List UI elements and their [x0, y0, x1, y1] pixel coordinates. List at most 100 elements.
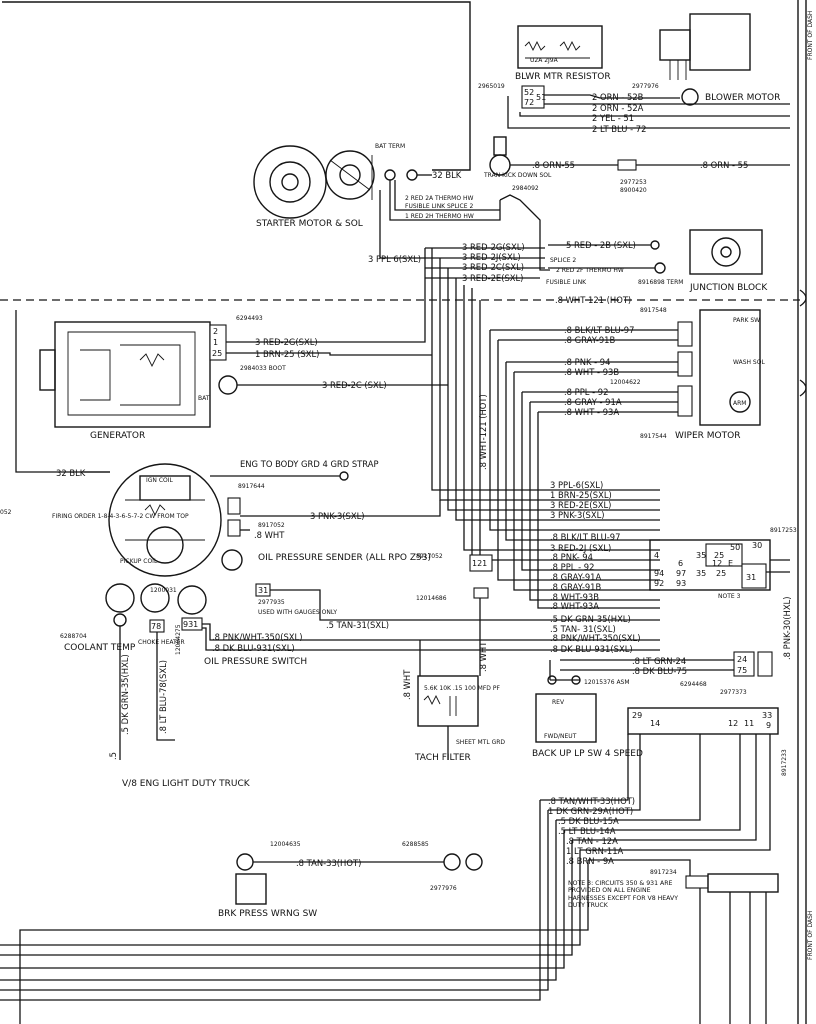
svg-text:29: 29 — [632, 711, 642, 720]
svg-text:PICKUP COIL: PICKUP COIL — [120, 558, 158, 565]
note-3-text: NOTE 3: CIRCUITS 350 & 931 ARE PROVIDED … — [568, 880, 679, 910]
svg-text:78: 78 — [151, 622, 161, 631]
svg-text:3 PPL 6(SXL): 3 PPL 6(SXL) — [368, 254, 421, 264]
svg-text:30: 30 — [752, 541, 762, 550]
distributor: IGN COIL PICKUP COIL 8917644 8917052 FIR… — [0, 463, 285, 577]
svg-text:FRONT OF DASH: FRONT OF DASH — [807, 911, 814, 960]
coolant-temp-sender: 6288704 COOLANT TEMP — [60, 583, 136, 653]
svg-text:FRONT OF DASH: FRONT OF DASH — [807, 11, 814, 60]
svg-text:.8 DK BLU-931(SXL): .8 DK BLU-931(SXL) — [550, 644, 633, 654]
svg-text:8917544: 8917544 — [640, 433, 667, 440]
svg-text:1 BRN-25 (SXL): 1 BRN-25 (SXL) — [255, 349, 319, 359]
svg-text:USED WITH GAUGES ONLY: USED WITH GAUGES ONLY — [258, 609, 337, 616]
svg-text:.8 WHT-93A: .8 WHT-93A — [550, 601, 599, 611]
svg-text:WASH SOL: WASH SOL — [733, 359, 765, 366]
svg-text:.8 GRAY-91B: .8 GRAY-91B — [550, 582, 601, 592]
svg-text:11: 11 — [744, 719, 754, 728]
svg-text:CHOKE HEATER: CHOKE HEATER — [138, 639, 185, 646]
svg-text:97: 97 — [676, 569, 686, 578]
svg-text:.5 TAN- 31(SXL): .5 TAN- 31(SXL) — [550, 624, 616, 634]
svg-text:3 PNK-3(SXL): 3 PNK-3(SXL) — [550, 510, 605, 520]
lower-connector: 24 75 .8 LT GRN-24 .8 DK BLU-75 6294468 … — [560, 651, 773, 696]
svg-text:8917052: 8917052 — [416, 553, 443, 560]
svg-text:.8 PNK - 94: .8 PNK - 94 — [564, 357, 610, 367]
svg-text:8900420: 8900420 — [620, 187, 647, 194]
svg-text:92: 92 — [654, 579, 664, 588]
resistor-conn-label: 2965019 — [478, 83, 505, 90]
svg-text:1 BRN-25(SXL): 1 BRN-25(SXL) — [550, 490, 612, 500]
svg-text:2977373: 2977373 — [720, 689, 747, 696]
svg-text:25: 25 — [212, 349, 222, 358]
bottom-harness: .8 TAN/WHT-33(HOT) 1 DK GRN-29A(HOT) .5 … — [0, 734, 779, 1024]
svg-text:32 BLK: 32 BLK — [56, 468, 86, 478]
svg-text:.8 TAN-33(HOT): .8 TAN-33(HOT) — [296, 858, 361, 868]
svg-text:33: 33 — [762, 711, 772, 720]
svg-text:REV: REV — [552, 699, 565, 706]
svg-text:32 BLK: 32 BLK — [432, 170, 462, 180]
svg-text:2 ORN - 52A: 2 ORN - 52A — [592, 103, 644, 113]
svg-text:3 RED-2G(SXL): 3 RED-2G(SXL) — [462, 242, 525, 252]
svg-text:12: 12 — [728, 719, 738, 728]
blower-resistor-label: BLWR MTR RESISTOR — [515, 72, 611, 82]
svg-text:3 RED-2E(SXL): 3 RED-2E(SXL) — [550, 500, 611, 510]
svg-text:35: 35 — [696, 569, 706, 578]
bulkhead-connector: 4 35 25 50 30 6 12 E 94 97 35 25 31 92 9… — [649, 527, 797, 660]
junction-wires: 5 RED - 2B (SXL) SPLICE 2 2 RED 2F THERM… — [425, 240, 683, 561]
svg-text:.8 WHT-93B: .8 WHT-93B — [550, 592, 599, 602]
front-of-dash: FRONT OF DASH FRONT OF DASH — [807, 11, 814, 960]
svg-text:.8 LT BLU-78(SXL): .8 LT BLU-78(SXL) — [158, 660, 168, 734]
svg-text:.5: .5 — [108, 752, 118, 760]
svg-text:2977976: 2977976 — [430, 885, 457, 892]
svg-text:2977253: 2977253 — [620, 179, 647, 186]
svg-text:35: 35 — [696, 551, 706, 560]
svg-text:9: 9 — [766, 721, 771, 730]
svg-text:8917052: 8917052 — [258, 522, 285, 529]
svg-text:.8 BLK/LT BLU-97: .8 BLK/LT BLU-97 — [564, 325, 634, 335]
wiper-motor-label: WIPER MOTOR — [675, 431, 740, 441]
svg-text:.8 GRAY - 91A: .8 GRAY - 91A — [564, 397, 622, 407]
svg-text:.5 DK GRN-35(HXL): .5 DK GRN-35(HXL) — [120, 654, 130, 735]
trans-kick-wires: .8 ORN-55 .8 ORN - 55 — [510, 160, 790, 170]
wiper-motor: ARM PARK SW WASH SOL WIPER MOTOR 8917548… — [610, 307, 765, 441]
svg-text:FUSIBLE LINK SPLICE 2: FUSIBLE LINK SPLICE 2 — [405, 203, 473, 210]
svg-text:.8 TAN/WHT-33(HOT): .8 TAN/WHT-33(HOT) — [548, 796, 635, 806]
svg-text:12014686: 12014686 — [416, 595, 447, 602]
svg-text:8916898 TERM: 8916898 TERM — [638, 279, 683, 286]
svg-text:.8 PNK/WHT-350(SXL): .8 PNK/WHT-350(SXL) — [550, 633, 640, 643]
svg-text:.8 DK BLU-75: .8 DK BLU-75 — [632, 666, 687, 676]
svg-text:FIRING ORDER 1-8-4-3-6-5-7-2 C: FIRING ORDER 1-8-4-3-6-5-7-2 CW FROM TOP — [52, 513, 189, 520]
svg-text:50: 50 — [730, 543, 740, 552]
svg-text:3 RED-2J(SXL): 3 RED-2J(SXL) — [462, 252, 521, 262]
oil-pressure-switch: 931 OIL PRESSURE SWITCH 12004275 — [175, 585, 307, 667]
distributor-wires: 32 BLK ENG TO BODY GRD 4 GRD STRAP 3 PNK… — [56, 459, 441, 540]
svg-text:2 YEL - 51: 2 YEL - 51 — [592, 113, 634, 123]
svg-text:14: 14 — [650, 719, 660, 728]
svg-text:BRK PRESS WRNG SW: BRK PRESS WRNG SW — [218, 909, 317, 919]
svg-text:.5 TAN-31(SXL): .5 TAN-31(SXL) — [326, 620, 389, 630]
starter-wires: 32 BLK 2 RED 2A THERMO HW FUSIBLE LINK S… — [368, 170, 550, 271]
backup-lamp-switch: 12015376 ASM REV FWD/NEUT BACK UP LP SW … — [532, 660, 643, 759]
svg-text:5 RED - 2B (SXL): 5 RED - 2B (SXL) — [566, 240, 636, 250]
svg-text:OIL PRESSURE SWITCH: OIL PRESSURE SWITCH — [204, 657, 307, 667]
svg-text:.8 ORN - 55: .8 ORN - 55 — [700, 160, 748, 170]
starter-motor: STARTER MOTOR & SOL BAT TERM — [253, 143, 418, 229]
svg-text:.8 WHT - 93A: .8 WHT - 93A — [564, 407, 619, 417]
svg-text:2 LT BLU - 72: 2 LT BLU - 72 — [592, 124, 646, 134]
svg-text:5.6K 10K .15 100 MFD PF: 5.6K 10K .15 100 MFD PF — [424, 685, 500, 692]
tach-filter-label: TACH FILTER — [414, 753, 471, 763]
wiper-wires: .8 BLK/LT BLU-97 .8 GRAY-91B .8 PNK - 94… — [478, 300, 678, 609]
choke-heater: 78 CHOKE HEATER 1200031 — [138, 583, 185, 646]
svg-text:BAT: BAT — [198, 395, 210, 402]
svg-text:8917253: 8917253 — [770, 527, 797, 534]
svg-text:12: 12 — [712, 559, 722, 568]
generator: 2 1 25 BAT GENERATOR 6294493 2984033 BOO… — [39, 315, 286, 441]
svg-text:OIL PRESSURE SENDER (ALL RPO Z: OIL PRESSURE SENDER (ALL RPO Z53) — [258, 553, 431, 563]
svg-text:.5 LT BLU-14A: .5 LT BLU-14A — [558, 826, 616, 836]
svg-text:.5 DK GRN-35(HXL): .5 DK GRN-35(HXL) — [550, 614, 631, 624]
junction-block-label: JUNCTION BLOCK — [689, 283, 768, 293]
svg-text:6: 6 — [678, 559, 683, 568]
svg-text:12004275: 12004275 — [175, 624, 182, 655]
engine-title: V/8 ENG LIGHT DUTY TRUCK — [122, 779, 251, 789]
svg-text:6294468: 6294468 — [680, 681, 707, 688]
